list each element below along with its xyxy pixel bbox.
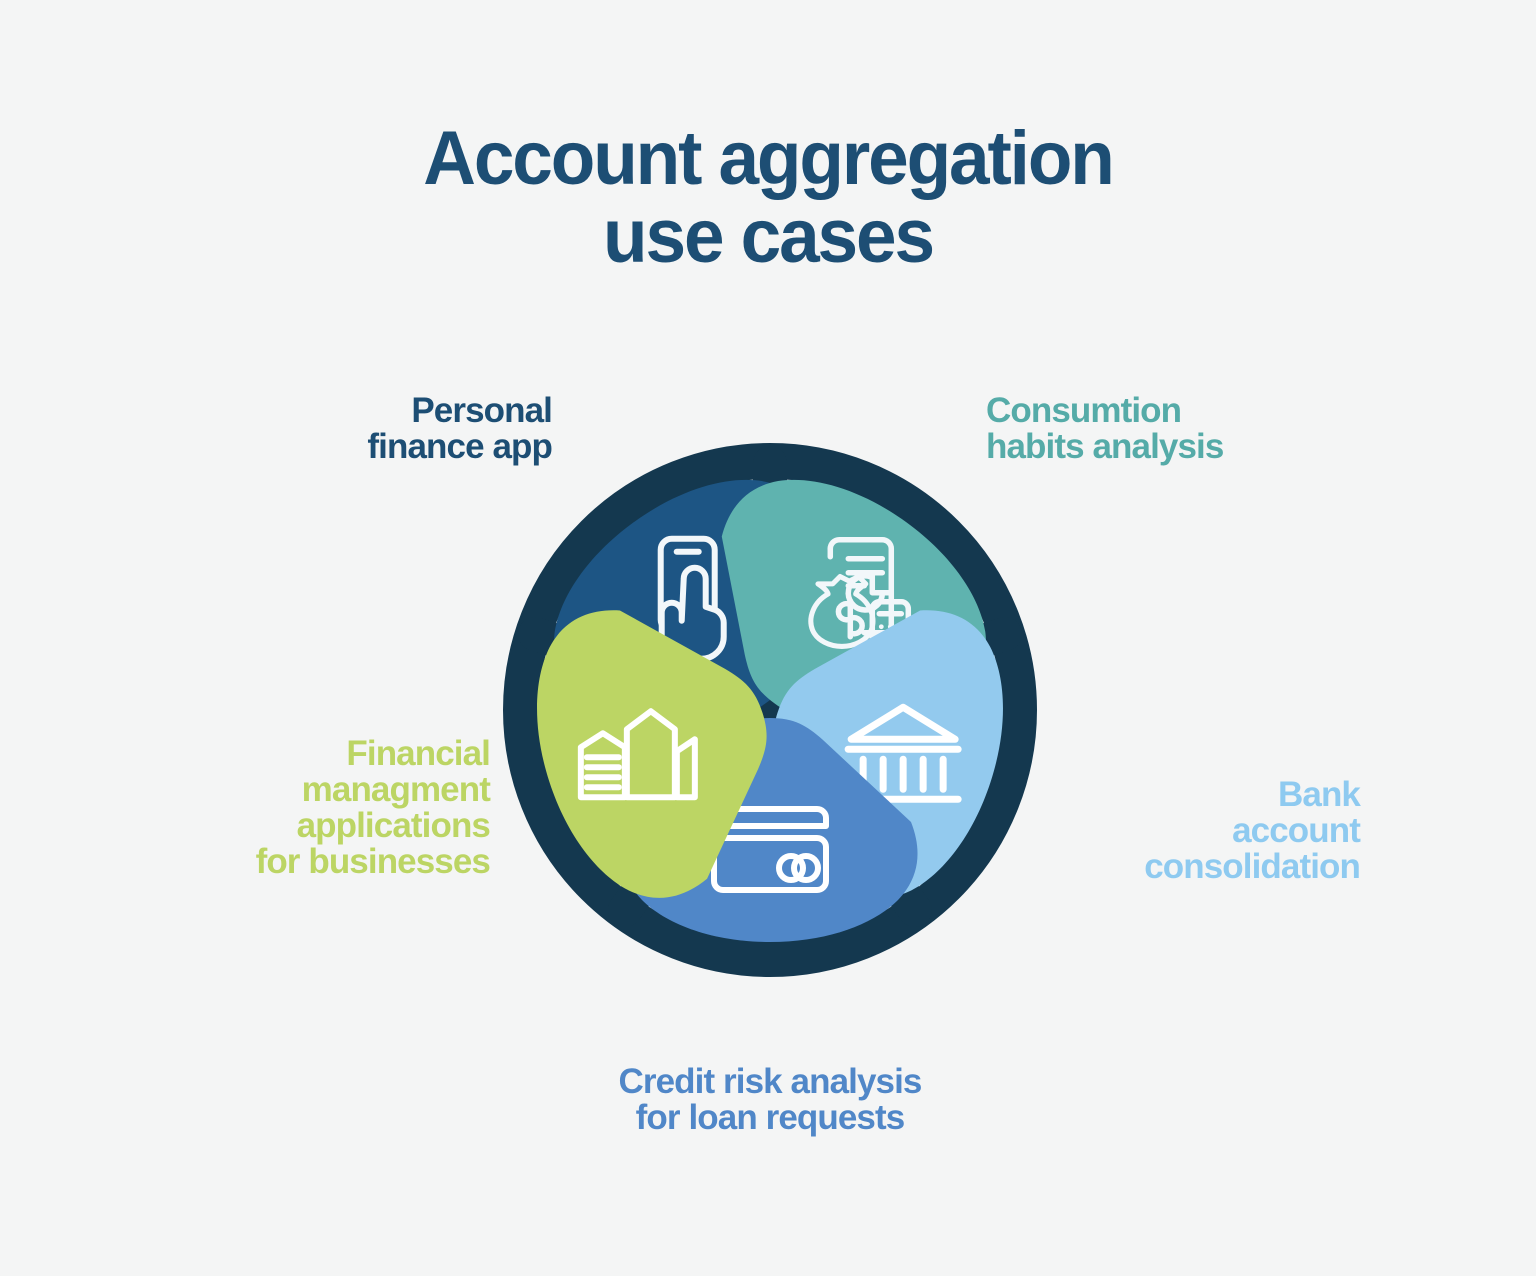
office-buildings-icon	[577, 708, 698, 801]
label-consumption-habits-analysis: Consumtion habits analysis	[986, 391, 1224, 467]
label-personal-finance-app: Personal finance app	[367, 391, 552, 467]
segment-personal-finance-app[interactable]	[514, 435, 885, 791]
segment-financial-management-applications[interactable]	[503, 572, 808, 922]
page-title: Account aggregation use cases	[0, 116, 1536, 280]
use-case-wheel	[443, 383, 1097, 1037]
label-credit-risk-analysis: Credit risk analysis for loan requests	[618, 1062, 923, 1138]
title-line-1: Account aggregation	[423, 116, 1115, 201]
label-bank-account-consolidation: Bank account consolidation	[1144, 775, 1361, 887]
title-line-2: use cases	[603, 194, 935, 280]
label-financial-management-applications: Financial managment applications for bus…	[255, 734, 491, 882]
smartphone-tap-icon	[657, 535, 727, 662]
